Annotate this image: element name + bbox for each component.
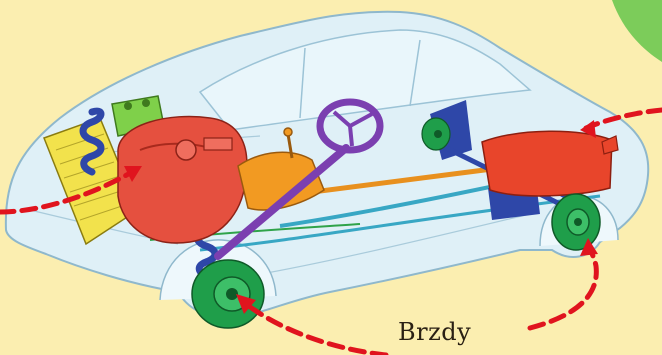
rear-brake-arrow	[530, 246, 596, 328]
rear-brake-disc	[552, 194, 600, 250]
front-brake-disc	[192, 260, 264, 328]
front-brake-arrow	[246, 304, 386, 355]
brakes-label: Brzdy	[398, 318, 471, 346]
fuel-tank	[482, 131, 618, 196]
corner-blob	[612, 0, 662, 62]
front-right-brake-disc	[422, 118, 450, 150]
